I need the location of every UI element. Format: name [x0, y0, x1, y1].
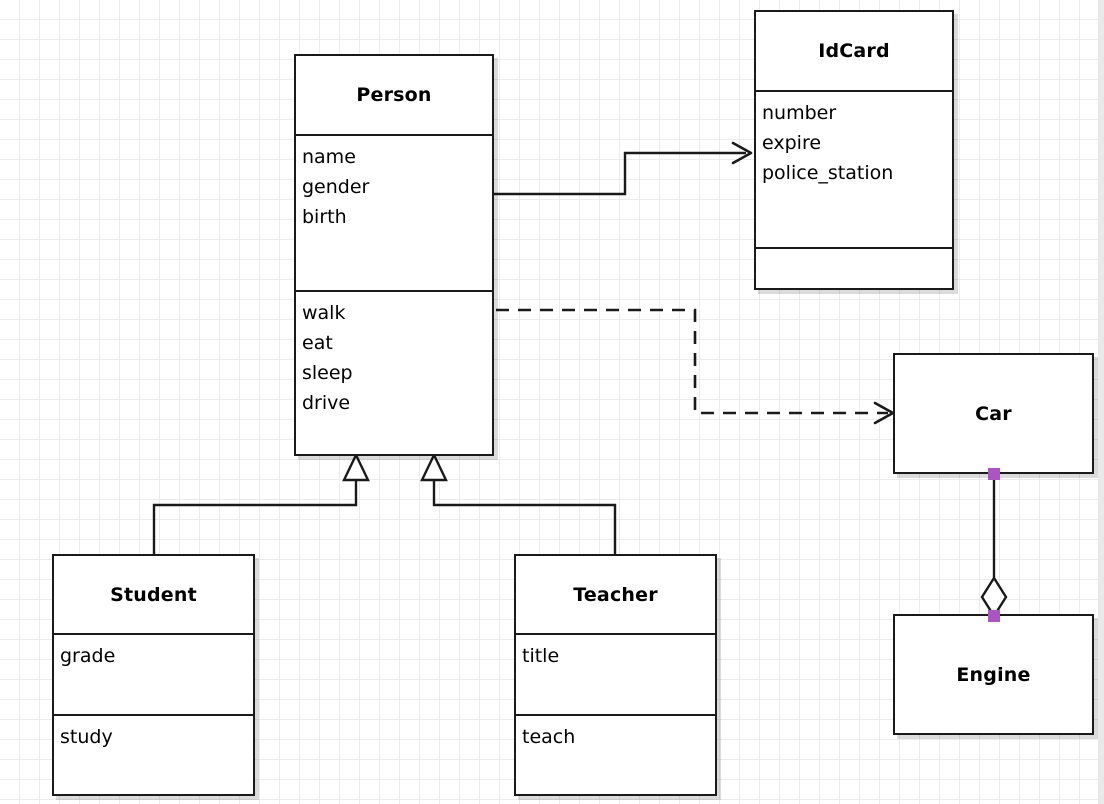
class-box-engine[interactable]: Engine [893, 614, 1094, 735]
attributes-compartment-teacher: title [516, 633, 715, 714]
class-name-engine: Engine [956, 663, 1031, 686]
attribute-item: expire [762, 132, 822, 154]
connector-person-idcard[interactable] [494, 141, 753, 196]
hollow-triangle-teacher [420, 452, 448, 482]
connector-student-person[interactable] [152, 452, 370, 554]
operation-item: eat [302, 332, 333, 354]
operation-item: walk [302, 302, 346, 324]
class-box-idcard[interactable]: IdCard number expire police_station [754, 10, 954, 290]
class-name-teacher: Teacher [573, 583, 658, 606]
class-box-student[interactable]: Student grade study [52, 554, 255, 796]
attribute-item: police_station [762, 162, 894, 184]
attribute-item: title [522, 645, 560, 667]
connector-car-engine[interactable] [980, 474, 1008, 619]
operations-compartment-student: study [54, 714, 253, 794]
operations-compartment-idcard [756, 247, 952, 288]
attribute-item: gender [302, 176, 370, 198]
attribute-item: name [302, 146, 356, 168]
operations-compartment-teacher: teach [516, 714, 715, 794]
open-arrow-head-idcard [731, 141, 753, 165]
class-box-teacher[interactable]: Teacher title teach [514, 554, 717, 796]
class-box-person[interactable]: Person name gender birth walk eat sleep … [294, 54, 494, 456]
class-name-person: Person [356, 84, 432, 106]
connector-endpoint-handle-car[interactable] [988, 468, 1000, 480]
attribute-item: number [762, 102, 837, 124]
operation-item: study [60, 726, 113, 748]
connector-person-car[interactable] [496, 308, 895, 425]
class-name-car: Car [975, 402, 1012, 425]
class-box-car[interactable]: Car [893, 353, 1094, 474]
attributes-compartment-person: name gender birth [296, 134, 492, 290]
hollow-triangle-student [342, 452, 370, 482]
operations-compartment-person: walk eat sleep drive [296, 290, 492, 454]
connector-teacher-person[interactable] [420, 452, 617, 554]
operation-item: teach [522, 726, 576, 748]
attributes-compartment-student: grade [54, 633, 253, 714]
operation-item: sleep [302, 362, 353, 384]
attribute-item: birth [302, 206, 347, 228]
operation-item: drive [302, 392, 351, 414]
class-name-student: Student [110, 583, 197, 606]
attributes-compartment-idcard: number expire police_station [756, 90, 952, 247]
class-name-idcard: IdCard [818, 40, 890, 62]
attribute-item: grade [60, 645, 116, 667]
connector-endpoint-handle-engine[interactable] [988, 610, 1000, 622]
